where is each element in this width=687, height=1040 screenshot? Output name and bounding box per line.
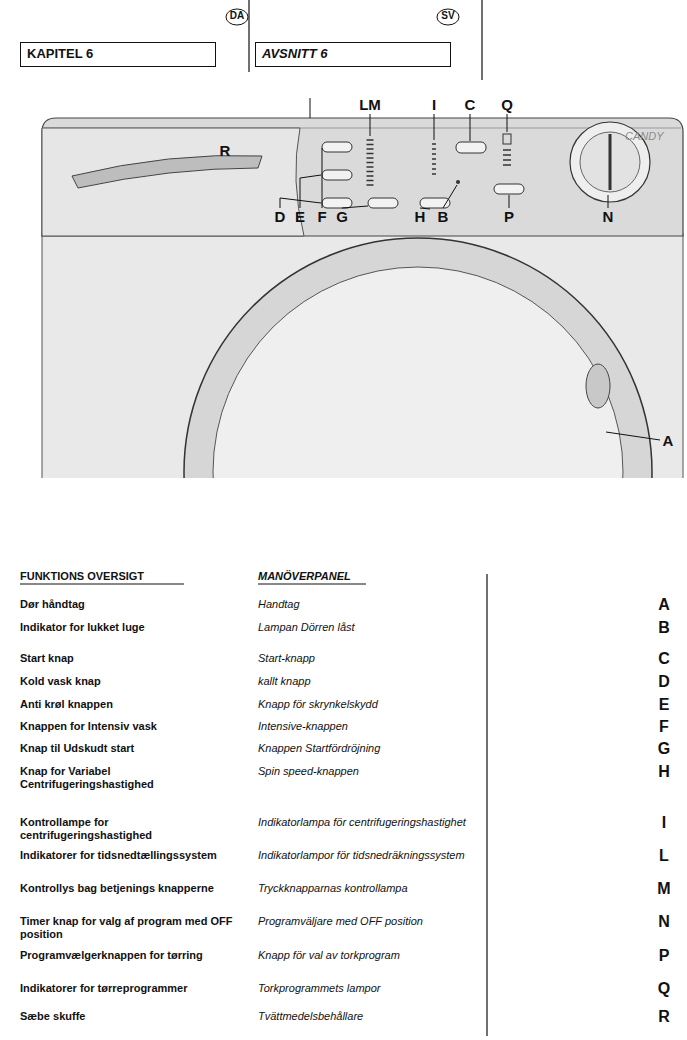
legend-letter: G xyxy=(658,740,670,758)
button xyxy=(322,170,352,180)
danish-description: Dør håndtag xyxy=(20,598,242,611)
swedish-description: Tvättmedelsbehållare xyxy=(258,1010,473,1023)
danish-description: Indikatorer for tidsnedtællingssystem xyxy=(20,849,242,862)
indicator-lamps xyxy=(367,140,374,185)
callout-letter: Q xyxy=(501,96,513,113)
swedish-description: Lampan Dörren låst xyxy=(258,621,473,634)
danish-description: Knappen for Intensiv vask xyxy=(20,720,242,733)
dry-lamps xyxy=(503,150,511,165)
swedish-description: Knapp för skrynkelskydd xyxy=(258,698,473,711)
danish-description: Timer knap for valg af program med OFF p… xyxy=(20,915,242,940)
frame-line xyxy=(248,0,249,72)
button xyxy=(322,198,352,208)
legend-letter: P xyxy=(659,947,670,965)
indicator-lamps xyxy=(432,144,436,174)
language-code: DA xyxy=(230,10,244,22)
legend-letter: L xyxy=(659,847,669,865)
danish-description: Kold vask knap xyxy=(20,675,242,688)
brand-logo: CANDY xyxy=(625,130,664,143)
danish-description: Kontrollys bag betjenings knapperne xyxy=(20,882,242,895)
swedish-description: Spin speed-knappen xyxy=(258,765,473,778)
callout-letter: D xyxy=(275,208,286,225)
chapter-heading: KAPITEL 6 xyxy=(21,43,215,64)
callout-letter: I xyxy=(432,96,436,113)
column-heading: FUNKTIONS OVERSIGT xyxy=(20,570,144,583)
chapter-box: AVSNITT 6 xyxy=(255,42,451,67)
callout-letter: G xyxy=(336,208,348,225)
dry-button xyxy=(494,184,524,194)
danish-description: Knap for Variabel Centrifugeringshastigh… xyxy=(20,765,242,790)
legend-letter: Q xyxy=(658,980,670,998)
door-handle xyxy=(586,364,610,408)
knob-pointer xyxy=(609,134,612,190)
callout-letter: LM xyxy=(359,96,381,113)
frame-line xyxy=(481,0,482,80)
language-circle xyxy=(437,9,459,25)
control-panel xyxy=(42,118,683,236)
swedish-description: Knappen Startfördröjning xyxy=(258,742,473,755)
button xyxy=(322,142,352,152)
danish-description: Anti krøl knappen xyxy=(20,698,242,711)
chapter-box: KAPITEL 6 xyxy=(20,42,216,67)
start-button xyxy=(456,142,486,153)
door-glass xyxy=(213,267,623,478)
leader-lines xyxy=(280,98,660,440)
drawer-handle xyxy=(72,155,262,188)
dry-icon xyxy=(503,134,511,144)
danish-description: Indikator for lukket luge xyxy=(20,621,242,634)
callout-letter: A xyxy=(663,432,674,449)
legend-letter: R xyxy=(658,1008,670,1026)
heading-underline xyxy=(258,584,366,585)
swedish-description: kallt knapp xyxy=(258,675,473,688)
legend-letter: F xyxy=(659,718,669,736)
button xyxy=(368,198,398,208)
door-lamp xyxy=(456,180,460,184)
swedish-description: Indikatorlampa för centrifugeringshastig… xyxy=(258,816,473,829)
swedish-description: Start-knapp xyxy=(258,652,473,665)
table-line xyxy=(486,574,487,1036)
legend-letter: N xyxy=(658,913,670,931)
callout-letter: C xyxy=(465,96,476,113)
callout-letter: F xyxy=(317,208,326,225)
legend-letter: C xyxy=(658,650,670,668)
language-code: SV xyxy=(441,10,454,22)
danish-description: Knap til Udskudt start xyxy=(20,742,242,755)
legend-letter: H xyxy=(658,763,670,781)
callout-letter: P xyxy=(504,208,514,225)
callout-letter: N xyxy=(603,208,614,225)
danish-description: Start knap xyxy=(20,652,242,665)
callout-letter: R xyxy=(220,142,231,159)
language-circle xyxy=(226,9,248,25)
legend-letter: M xyxy=(657,880,670,898)
danish-description: Sæbe skuffe xyxy=(20,1010,242,1023)
danish-description: Kontrollampe for centrifugeringshastighe… xyxy=(20,816,242,841)
danish-description: Indikatorer for tørreprogrammer xyxy=(20,982,242,995)
swedish-description: Intensive-knappen xyxy=(258,720,473,733)
legend-letter: D xyxy=(658,673,670,691)
swedish-description: Indikatorlampor för tidsnedräkningssyste… xyxy=(258,849,473,862)
swedish-description: Torkprogrammets lampor xyxy=(258,982,473,995)
swedish-description: Programväljare med OFF position xyxy=(258,915,473,928)
callout-letter: B xyxy=(438,208,449,225)
callout-letter: E xyxy=(295,208,305,225)
legend-letter: B xyxy=(658,619,670,637)
door-ring xyxy=(184,238,652,478)
swedish-description: Handtag xyxy=(258,598,473,611)
swedish-description: Tryckknapparnas kontrollampa xyxy=(258,882,473,895)
legend-letter: A xyxy=(658,596,670,614)
legend-letter: E xyxy=(659,696,670,714)
legend-letter: I xyxy=(662,814,666,832)
callout-letter: H xyxy=(415,208,426,225)
danish-description: Programvælgerknappen for tørring xyxy=(20,949,242,962)
detergent-drawer xyxy=(42,128,304,236)
heading-underline xyxy=(20,584,184,585)
swedish-description: Knapp för val av torkprogram xyxy=(258,949,473,962)
column-heading: MANÖVERPANEL xyxy=(258,570,351,583)
chapter-heading: AVSNITT 6 xyxy=(256,43,450,64)
